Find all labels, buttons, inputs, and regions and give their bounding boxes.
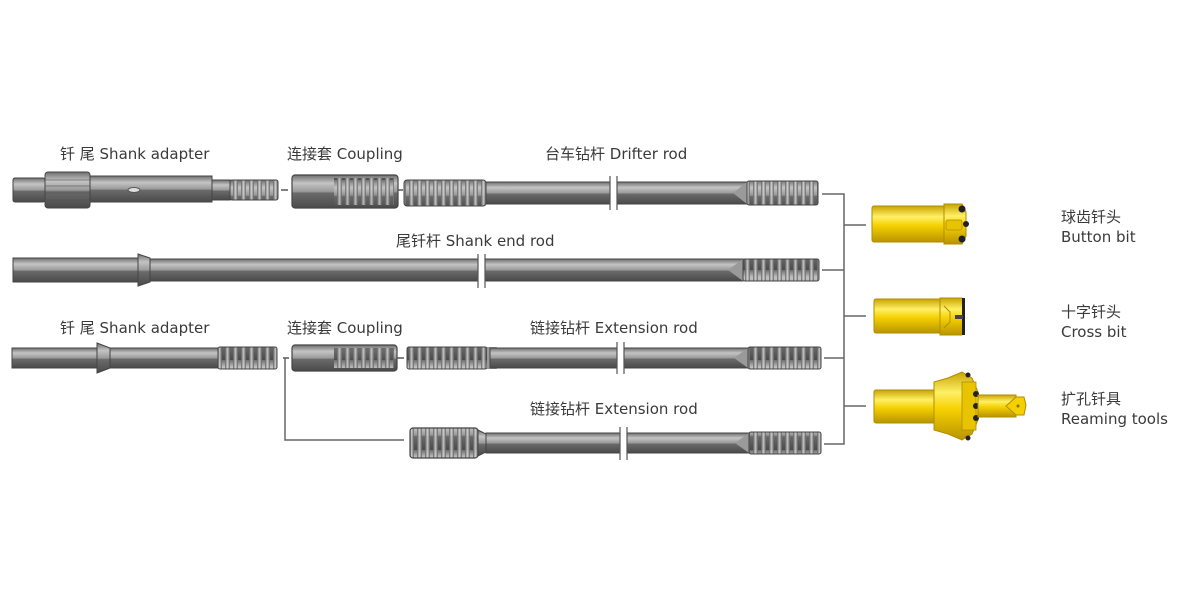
label-coupling-2: 连接套 Coupling (287, 319, 403, 337)
reaming-tool (873, 371, 1027, 441)
label-cross-bit-en: Cross bit (1061, 323, 1127, 341)
bracket-lines (822, 193, 866, 445)
drifter-rod (403, 176, 819, 210)
label-cross-bit: 十字钎头 Cross bit (1061, 302, 1126, 342)
button-insert (958, 235, 966, 243)
label-reaming-tools-en: Reaming tools (1061, 410, 1168, 428)
label-shank-end-rod: 尾钎杆 Shank end rod (396, 232, 555, 250)
label-extension-rod-1: 链接钻杆 Extension rod (530, 319, 698, 337)
shank-adapter-splined (12, 171, 279, 209)
label-shank-adapter-2: 钎 尾 Shank adapter (60, 319, 210, 337)
label-cross-bit-cn: 十字钎头 (1061, 303, 1122, 321)
extension-rod-1 (406, 342, 822, 374)
extension-rod-with-coupling (409, 427, 822, 460)
label-reaming-tools-cn: 扩孔钎具 (1061, 390, 1122, 408)
label-button-bit-cn: 球齿钎头 (1061, 208, 1122, 226)
shank-adapter-collared (11, 342, 278, 374)
label-shank-adapter-1: 钎 尾 Shank adapter (60, 145, 210, 163)
label-reaming-tools: 扩孔钎具 Reaming tools (1061, 389, 1168, 429)
button-bit (871, 203, 969, 245)
label-coupling-1: 连接套 Coupling (287, 145, 403, 163)
button-insert (965, 372, 971, 378)
label-button-bit-en: Button bit (1061, 228, 1136, 246)
cross-bit (873, 297, 965, 336)
label-drifter-rod: 台车钻杆 Drifter rod (545, 145, 688, 163)
label-button-bit: 球齿钎头 Button bit (1061, 207, 1136, 247)
button-insert (963, 221, 969, 227)
coupling-2 (291, 344, 398, 372)
branch-line (284, 358, 404, 441)
button-insert (965, 435, 971, 441)
coupling-1 (291, 174, 399, 209)
shank-end-rod (12, 253, 820, 288)
label-extension-rod-2: 链接钻杆 Extension rod (530, 400, 698, 418)
button-insert (958, 205, 966, 213)
